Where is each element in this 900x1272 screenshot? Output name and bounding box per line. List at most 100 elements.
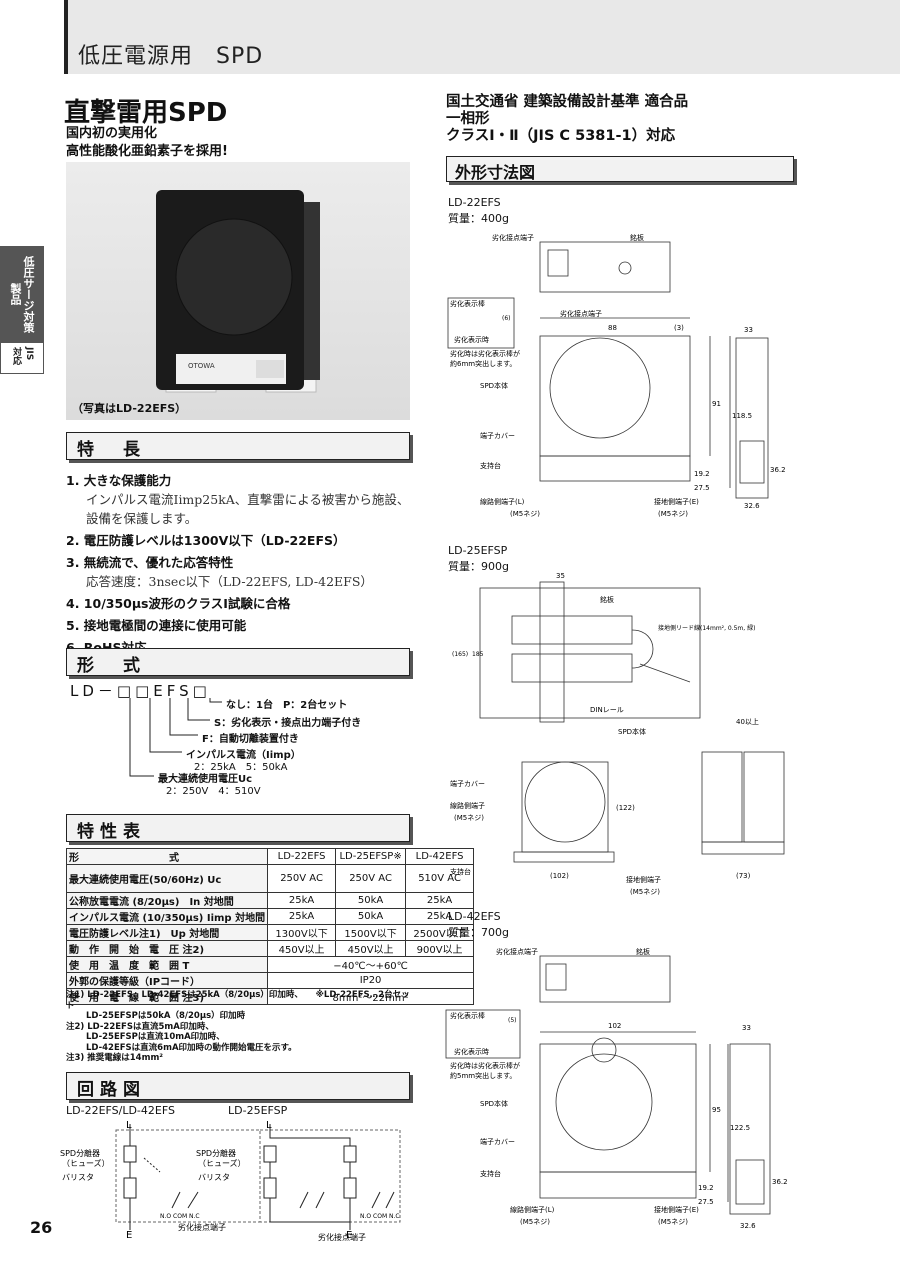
product-subline-1: 国内初の実用化	[66, 126, 158, 141]
dim1-l-stand: 支持台	[480, 461, 501, 470]
circuit-sep-b: SPD分離器	[196, 1148, 236, 1158]
dim3-l-line: 線路側端子(L)	[510, 1205, 555, 1214]
dim2-l-earth: 接地側端子	[626, 875, 661, 884]
product-photo: OTOWA	[66, 162, 410, 420]
product-headline: 直撃雷用SPD	[64, 98, 228, 128]
dim3-l-note2: 約5mm突出します。	[450, 1071, 516, 1080]
dim3-l-cover: 端子カバー	[480, 1137, 515, 1146]
features-list: 1. 大きな保護能力インパルス電流Iimp25kA、直撃雷による被害から施設、設…	[66, 470, 410, 659]
dim3-drawing: 劣化接点端子 銘板 劣化表示棒 (5) 劣化表示時 劣化時は劣化表示棒が 約5m…	[445, 947, 788, 1230]
model-opt-iimp-values: 2：25kA 5：50kA	[194, 762, 288, 773]
dim1-model: LD-22EFS	[448, 196, 501, 209]
product-subline-2: 高性能酸化亜鉛素子を採用!	[66, 144, 228, 159]
dim3-l-contact: 劣化接点端子	[496, 947, 538, 956]
circuit-contact-a: 劣化接点端子	[178, 1222, 226, 1232]
dim3-l-earth: 接地側端子(E)	[654, 1205, 699, 1214]
dim2-d122: (122)	[616, 804, 635, 812]
photo-caption: （写真はLD-22EFS）	[72, 402, 187, 415]
dim2-l-m5a: (M5ネジ)	[454, 814, 484, 822]
side-tab-badge: JIS対応	[0, 342, 44, 374]
spec-table: 形 式 LD-22EFS LD-25EFSP※ LD-42EFS 最大連続使用電…	[65, 848, 475, 1005]
circuit-nc-a: N.O COM N.C	[160, 1213, 200, 1220]
dim3-d1225: 122.5	[730, 1124, 750, 1132]
dim3-d326: 32.6	[740, 1222, 756, 1230]
page-header-band	[64, 0, 900, 74]
circuit-nc-b: N.O COM N.C	[360, 1213, 400, 1220]
dim1-l-when: 劣化表示時	[454, 335, 489, 344]
dim3-l-note1: 劣化時は劣化表示棒が	[450, 1061, 520, 1070]
dim2-model: LD-25EFSP	[448, 544, 508, 557]
dim2-l-body: SPD本体	[618, 727, 646, 736]
page-title: 低圧電源用 SPD	[78, 44, 264, 69]
list-item: 5. 接地電極間の連接に使用可能	[66, 618, 247, 633]
dim3-d275: 27.5	[698, 1198, 714, 1206]
photo-brand: OTOWA	[188, 362, 215, 370]
dim2-l-m5b: (M5ネジ)	[630, 888, 660, 896]
dim1-d1185: 118.5	[732, 412, 752, 420]
dim2-l-stand: 支持台	[450, 867, 471, 876]
dim1-d6: (6)	[502, 315, 511, 322]
dim2-l-line: 線路側端子	[450, 801, 485, 810]
list-item: 4. 10/350μs波形のクラスⅠ試験に合格	[66, 596, 291, 611]
dim1-d192: 19.2	[694, 470, 710, 478]
dim3-l-plate: 銘板	[636, 947, 650, 956]
dim1-d362: 36.2	[770, 466, 786, 474]
dim2-d185: 185	[472, 651, 484, 658]
table-row: 形 式 LD-22EFS LD-25EFSP※ LD-42EFS	[65, 848, 475, 865]
dim3-model: LD-42EFS	[448, 910, 501, 923]
circuit-label-b: LD-25EFSP	[228, 1104, 288, 1117]
page-number: 26	[30, 1218, 53, 1237]
list-item: 2. 電圧防護レベルは1300V以下（LD-22EFS）	[66, 533, 346, 548]
circuit-l-a: L	[126, 1120, 132, 1131]
dim2-d102: (102)	[550, 872, 569, 880]
dim3-d102: 102	[608, 1022, 621, 1030]
model-opt-uc-values: 2：250V 4：510V	[166, 786, 261, 797]
dim3-d192: 19.2	[698, 1184, 714, 1192]
dim2-l-lead: 接地側リード線(14mm², 0.5m, 緑)	[658, 624, 755, 632]
dim1-l-indicator: 劣化表示棒	[450, 299, 485, 308]
model-opt-disconnector: F：自動切離装置付き	[202, 734, 299, 745]
model-code-diagram: LD－□□EFS□ なし：1台 P：2台セット S：劣化表示・接点出力端子付き …	[70, 680, 410, 800]
dim1-l-note1: 劣化時は劣化表示棒が	[450, 349, 520, 358]
model-opt-iimp: インパルス電流（Iimp）	[186, 750, 301, 761]
dim1-l-note2: 約6mm突出します。	[450, 359, 516, 368]
circuit-e-a: E	[126, 1230, 132, 1241]
circuit-sep-a: SPD分離器	[60, 1148, 100, 1158]
dim2-mass: 質量：900g	[448, 560, 509, 573]
circuit-varistor-a: バリスタ	[62, 1173, 94, 1182]
side-tab-category: 低圧サージ対策製品	[0, 246, 44, 342]
right-heading: 国土交通省 建築設備設計基準 適合品 一相形 クラスⅠ・Ⅱ（JIS C 5381…	[446, 94, 689, 144]
dim1-drawing: 劣化接点端子 銘板 劣化表示棒 (6) 劣化表示時 劣化時は劣化表示棒が 約6m…	[447, 233, 786, 518]
spec-notes: 注1) LD-22EFS、LD-42EFSは25kA（8/20μs）印加時、 ※…	[66, 990, 410, 1063]
dim3-l-when: 劣化表示時	[454, 1047, 489, 1056]
table-row: 使 用 電 線 範 囲 注3)8mm²〜22mm²	[65, 988, 475, 1005]
circuit-fuse-b: （ヒューズ）	[198, 1158, 246, 1168]
section-dimension-title: 外形寸法図	[446, 156, 794, 182]
list-item: 1. 大きな保護能力インパルス電流Iimp25kA、直撃雷による被害から施設、設…	[66, 473, 410, 526]
dim2-d35: 35	[556, 572, 565, 580]
list-item: 3. 無続流で、優れた応答特性応答速度：3nsec以下（LD-22EFS, LD…	[66, 555, 373, 589]
dim3-d5: (5)	[508, 1017, 517, 1024]
dim2-d40: 40以上	[736, 717, 759, 726]
table-row: 使 用 温 度 範 囲 T−40℃〜+60℃	[65, 956, 475, 973]
spec-table-wrap: 形 式 LD-22EFS LD-25EFSP※ LD-42EFS 最大連続使用電…	[65, 848, 475, 1005]
section-features-title: 特 長	[66, 432, 410, 460]
dim2-drawing: 35 銘板 接地側リード線(14mm², 0.5m, 緑) (165) 185 …	[450, 572, 785, 896]
dim1-d91: 91	[712, 400, 721, 408]
circuit-contact-b: 劣化接点端子	[318, 1232, 366, 1242]
dim1-d275: 27.5	[694, 484, 710, 492]
circuit-e-b: E	[346, 1230, 352, 1241]
model-code: LD－□□EFS□	[70, 682, 211, 700]
table-row: 外郭の保護等級（IPコード）IP20	[65, 972, 475, 989]
dim2-d165: (165)	[452, 651, 468, 658]
circuit-diagram: L E SPD分離器 （ヒューズ） バリスタ N.O COM N.C 劣化接点端…	[60, 1120, 401, 1242]
dim1-l-m5a: (M5ネジ)	[510, 510, 540, 518]
dim3-d362: 36.2	[772, 1178, 788, 1186]
dim3-d33: 33	[742, 1024, 751, 1032]
dim1-d326: 32.6	[744, 502, 760, 510]
dim2-l-plate: 銘板	[600, 595, 614, 604]
